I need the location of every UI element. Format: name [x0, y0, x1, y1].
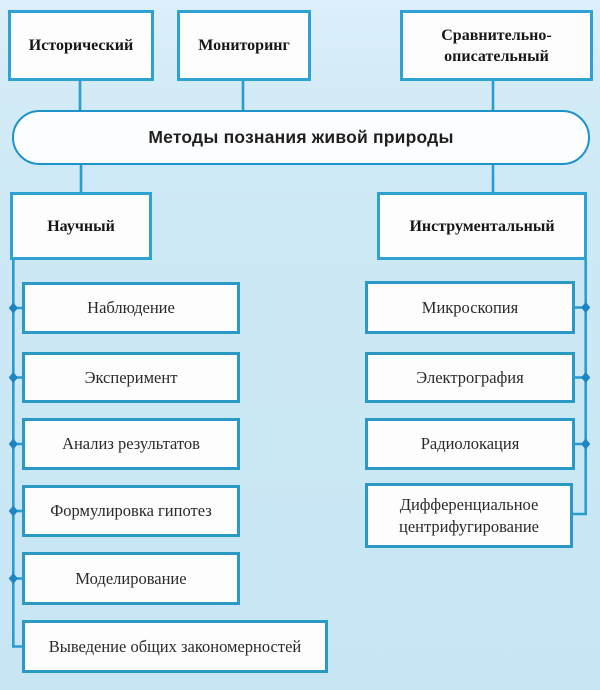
instrumental-item-microscopy: Микроскопия	[365, 281, 575, 334]
scientific-item-modeling: Моделирование	[22, 552, 240, 605]
branch-box-scientific: Научный	[10, 192, 152, 260]
scientific-item-general-laws: Выведение общих закономерностей	[22, 620, 328, 673]
method-box-historical: Исторический	[8, 10, 154, 81]
item-label: Анализ результатов	[62, 434, 200, 453]
branch-box-instrumental: Инструментальный	[377, 192, 587, 260]
item-label: Формулировка гипотез	[50, 501, 212, 520]
branch-label: Инструментальный	[409, 217, 555, 235]
item-label: Выведение общих закономерностей	[48, 636, 302, 656]
arrow-diamond	[581, 372, 591, 383]
scientific-item-hypothesis-formulation: Формулировка гипотез	[22, 485, 240, 537]
scientific-item-result-analysis: Анализ результатов	[22, 418, 240, 470]
item-label: Электрография	[416, 367, 524, 387]
item-label: Радиолокация	[420, 434, 520, 453]
item-label: Дифференциальное центрифугирование	[399, 494, 539, 536]
scientific-item-observation: Наблюдение	[22, 282, 240, 334]
item-label: Моделирование	[75, 568, 187, 588]
diagram-title-label: Методы познания живой природы	[148, 127, 454, 147]
diagram-title: Методы познания живой природы	[12, 110, 590, 165]
arrow-diamond	[8, 573, 18, 584]
item-label: Микроскопия	[421, 297, 519, 317]
instrumental-item-differential-centrifugation: Дифференциальное центрифугирование	[365, 483, 573, 548]
method-box-comparative-descriptive: Сравнительно-описательный	[400, 10, 593, 81]
wire-left-rail	[12, 258, 22, 648]
arrow-diamond	[8, 302, 18, 314]
arrow-diamond	[8, 372, 18, 383]
branch-label: Научный	[47, 217, 115, 235]
arrow-diamond	[581, 438, 591, 450]
arrow-diamond	[8, 505, 18, 517]
arrow-diamond	[8, 438, 18, 450]
item-label: Наблюдение	[87, 298, 175, 317]
instrumental-item-radiolocation: Радиолокация	[365, 418, 575, 470]
method-box-monitoring: Мониторинг	[177, 10, 311, 81]
arrow-diamond	[581, 302, 591, 313]
method-label: Сравнительно-описательный	[441, 26, 552, 65]
instrumental-item-electrography: Электрография	[365, 352, 575, 403]
method-label: Исторический	[28, 37, 134, 54]
wire-right-rail	[573, 258, 587, 516]
item-label: Эксперимент	[84, 367, 178, 387]
scientific-item-experiment: Эксперимент	[22, 352, 240, 403]
method-label: Мониторинг	[198, 37, 290, 54]
